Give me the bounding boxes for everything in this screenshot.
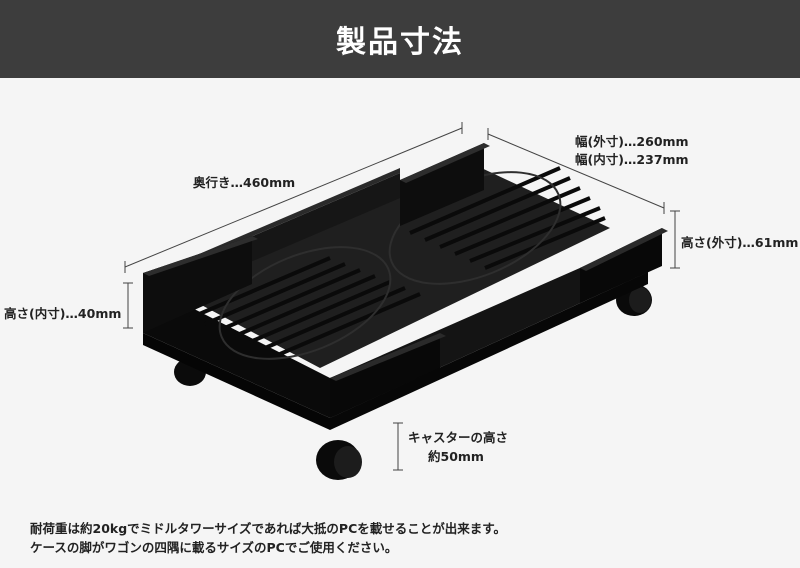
product-dimension-diagram <box>123 122 680 480</box>
tray-slots <box>189 166 606 356</box>
front-post-right <box>580 228 662 303</box>
height-outer-label: 高さ(外寸)…61mm <box>681 235 799 250</box>
depth-label: 奥行き…460mm <box>193 175 296 190</box>
caster-height-value: 約50mm <box>428 449 484 464</box>
dimension-lines <box>123 122 680 471</box>
rear-post-right <box>400 143 484 226</box>
width-inner-label: 幅(内寸)…237mm <box>575 152 689 167</box>
usage-notes: 耐荷重は約20kgでミドルタワーサイズであれば大抵のPCを載せることが出来ます。… <box>30 519 506 557</box>
note-line: ケースの脚がワゴンの四隅に載るサイズのPCでご使用ください。 <box>30 540 398 555</box>
page-title: 製品寸法 <box>336 25 464 60</box>
note-line: 耐荷重は約20kgでミドルタワーサイズであれば大抵のPCを載せることが出来ます。 <box>30 521 506 536</box>
height-inner-label: 高さ(内寸)…40mm <box>4 306 122 321</box>
product-figure: 奥行き…460mm 幅(外寸)…260mm 幅(内寸)…237mm 高さ(外寸)… <box>0 78 800 568</box>
header-banner: 製品寸法 <box>0 0 800 78</box>
rear-post-left <box>143 236 252 333</box>
width-outer-label: 幅(外寸)…260mm <box>575 134 689 149</box>
front-post-left <box>330 333 440 418</box>
caster-height-label: キャスターの高さ <box>408 430 509 445</box>
caster-wheels <box>174 284 652 480</box>
